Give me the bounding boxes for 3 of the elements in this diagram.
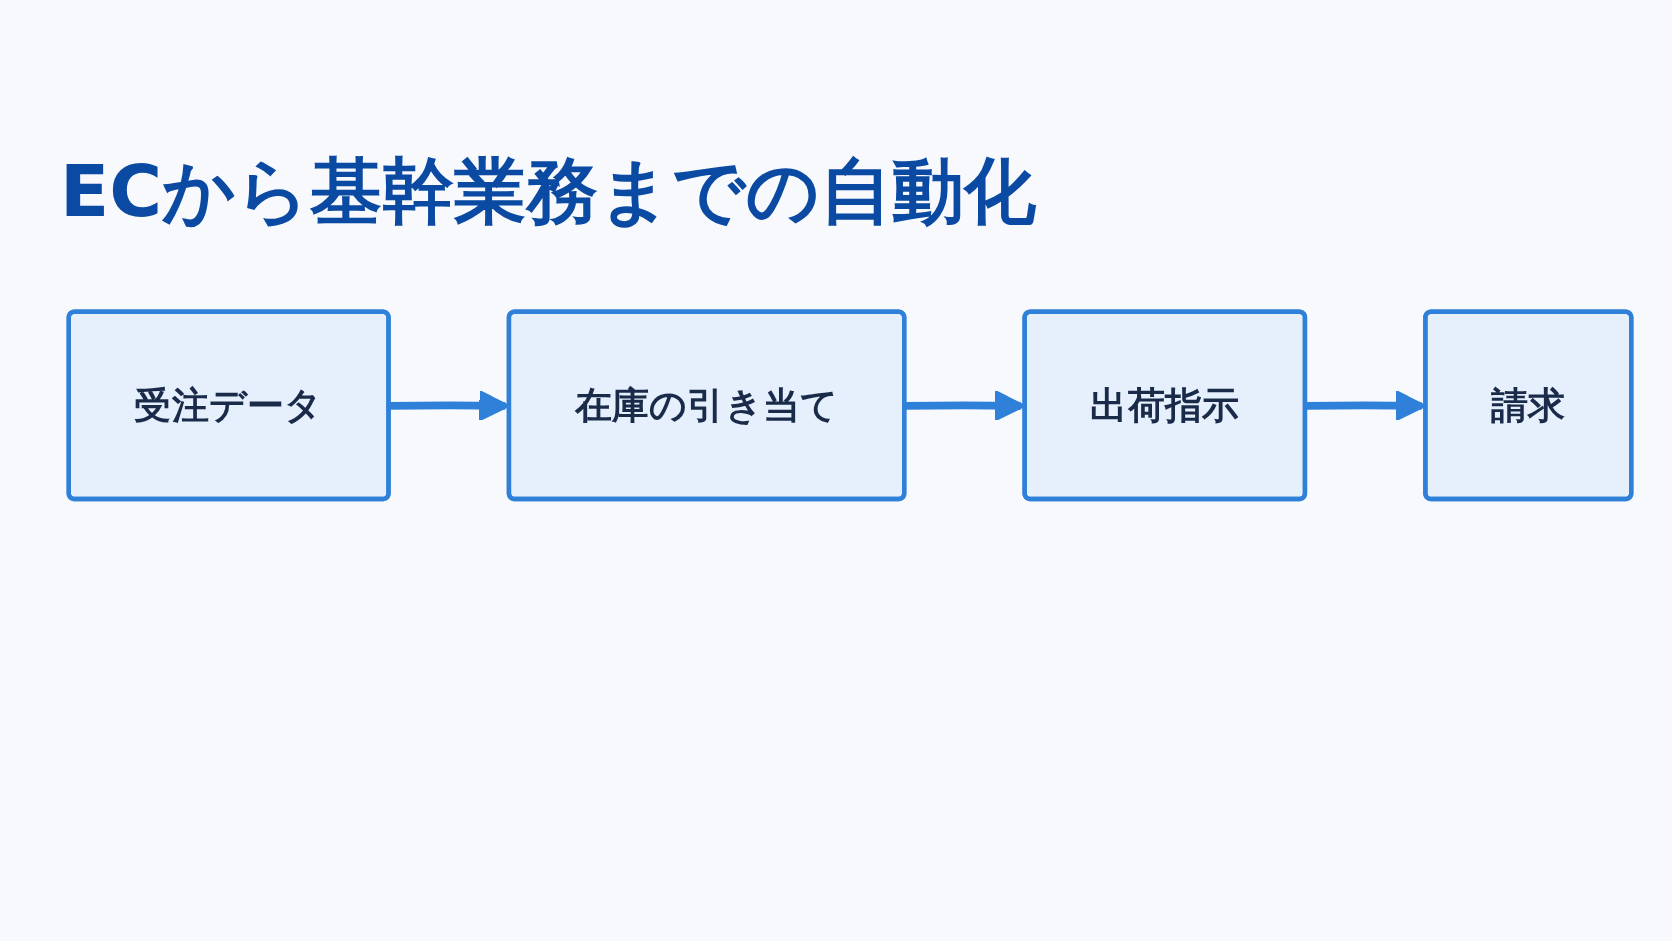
arrow [389,389,510,422]
title: ECから基幹業務までの自動化 [60,150,1037,233]
arrow [1305,389,1426,422]
